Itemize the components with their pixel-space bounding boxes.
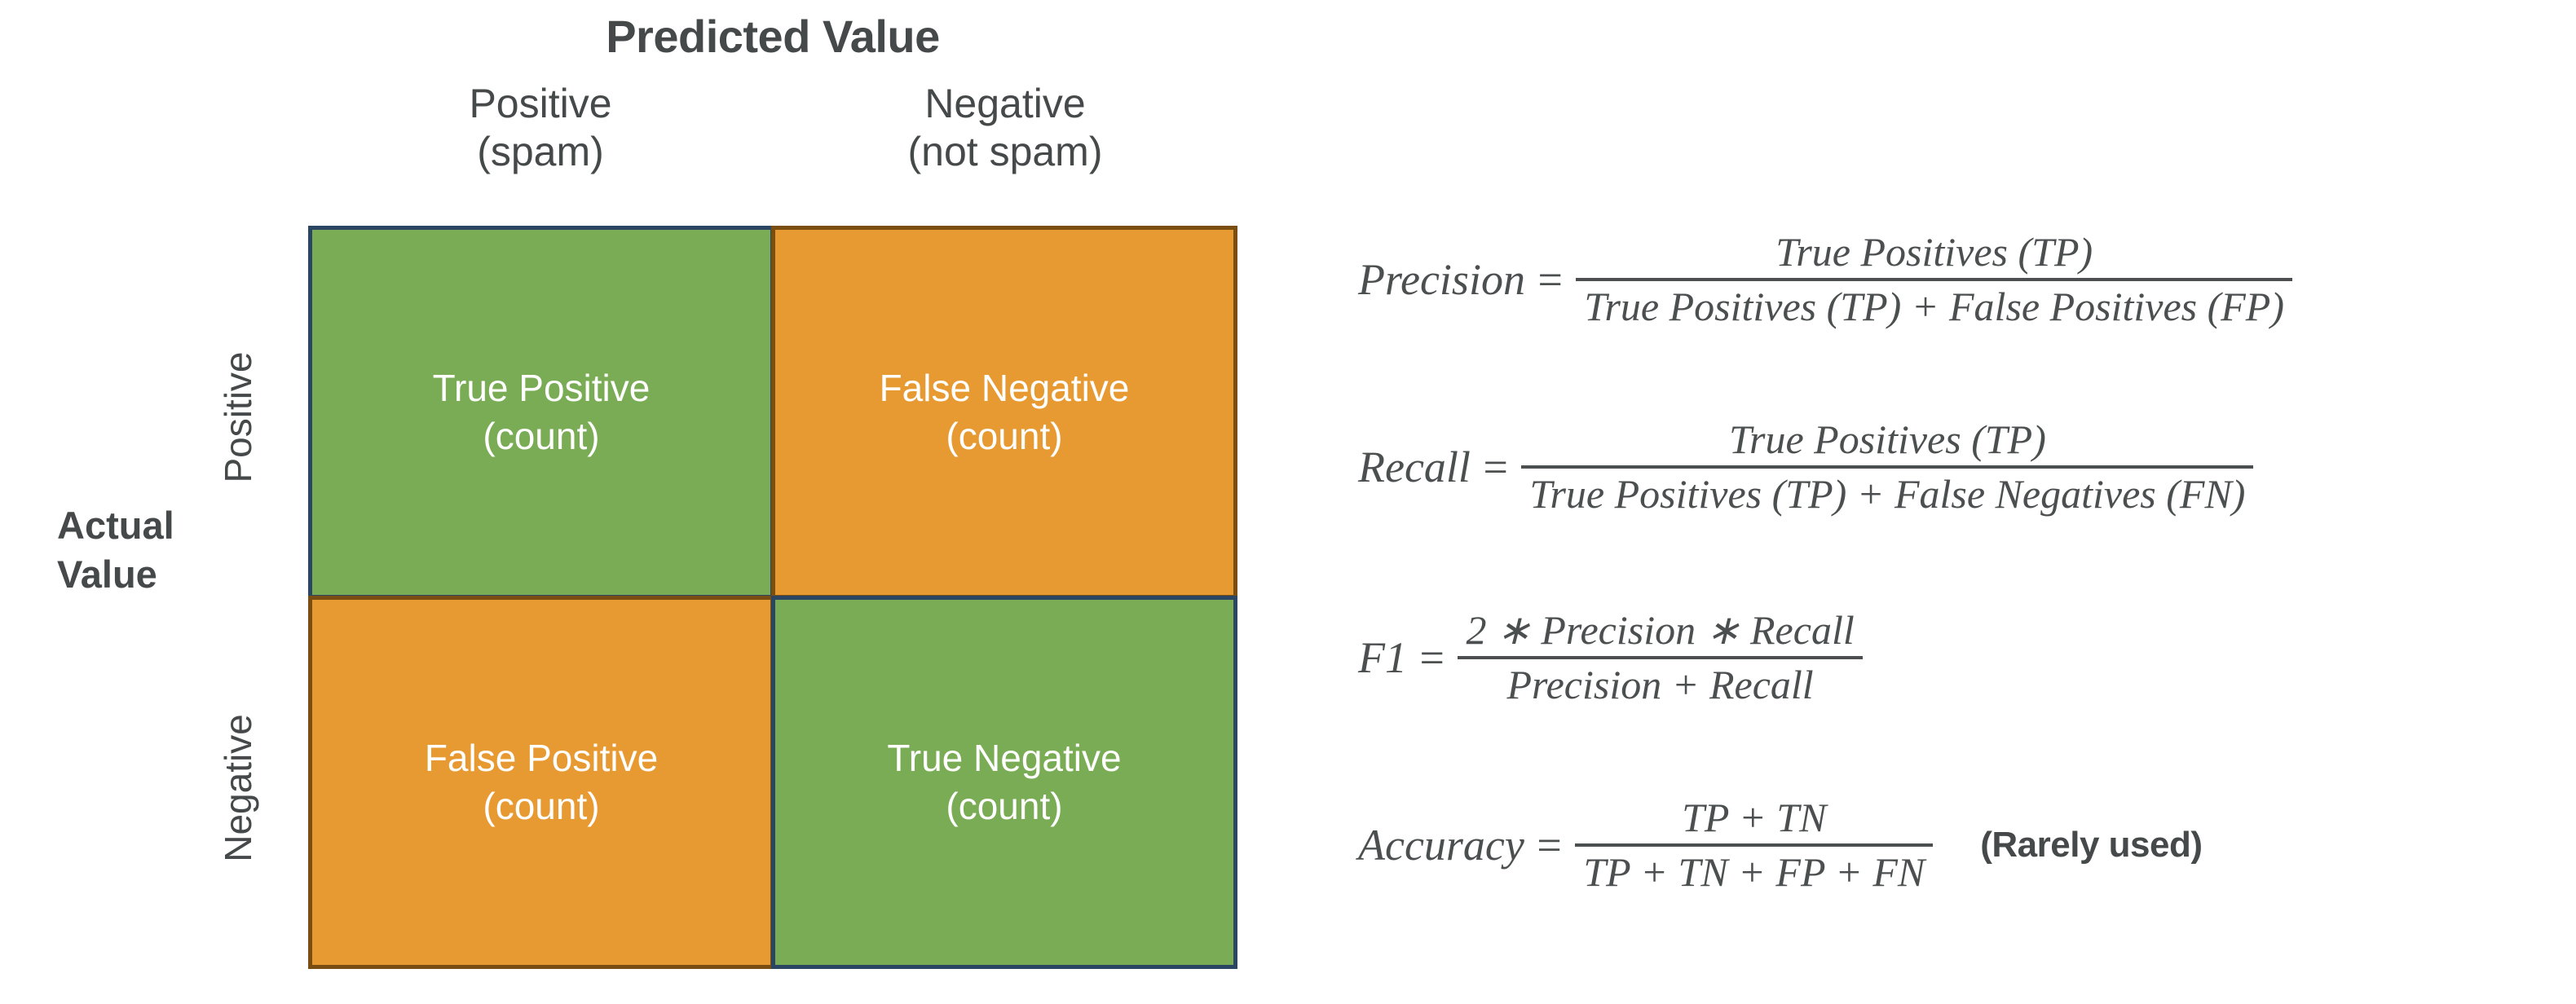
formula-accuracy-fraction: TP + TN TP + TN + FP + FN	[1575, 792, 1934, 898]
matrix-cell-false-positive-sub: (count)	[483, 785, 600, 827]
formula-accuracy-note: (Rarely used)	[1980, 825, 2203, 865]
formula-recall-fraction: True Positives (TP) True Positives (TP) …	[1521, 414, 2254, 520]
matrix-cell-true-negative-sub: (count)	[946, 785, 1063, 827]
formula-precision-fraction: True Positives (TP) True Positives (TP) …	[1576, 227, 2292, 332]
actual-value-axis-title: Actual Value	[57, 501, 245, 599]
matrix-cell-true-negative[interactable]: True Negative (count)	[771, 596, 1237, 969]
confusion-matrix-grid: True Positive (count) False Negative (co…	[308, 226, 1237, 969]
formula-accuracy-equals: =	[1533, 821, 1564, 870]
formula-recall-name: Recall	[1358, 443, 1471, 491]
matrix-cell-false-negative-label: False Negative	[879, 367, 1130, 410]
confusion-matrix-panel: Predicted Value Positive (spam) Negative…	[57, 11, 1237, 969]
matrix-cell-false-negative-sub: (count)	[946, 415, 1063, 457]
matrix-cell-true-positive-sub: (count)	[483, 415, 600, 457]
formula-f1: F1 = 2 ∗ Precision ∗ Recall Precision + …	[1358, 605, 1863, 711]
formula-accuracy-numerator: TP + TN	[1682, 795, 1827, 840]
formula-accuracy-denominator: TP + TN + FP + FN	[1583, 849, 1925, 895]
actual-value-axis-title-line1: Actual	[57, 504, 174, 547]
matrix-cell-true-positive-label: True Positive	[432, 367, 651, 410]
formula-recall-fraction-bar	[1521, 465, 2254, 469]
formula-f1-numerator: 2 ∗ Precision ∗ Recall	[1466, 607, 1855, 653]
formula-accuracy-fraction-bar	[1575, 843, 1934, 847]
column-header-negative-sub: (not spam)	[907, 129, 1103, 174]
formula-precision-numerator: True Positives (TP)	[1775, 229, 2093, 275]
formula-f1-fraction-bar	[1458, 656, 1863, 659]
matrix-cell-false-positive-label: False Positive	[424, 737, 659, 780]
predicted-value-axis-title: Predicted Value	[606, 11, 940, 62]
metric-formulas-panel: Precision = True Positives (TP) True Pos…	[1353, 0, 2576, 1004]
formula-f1-denominator: Precision + Recall	[1506, 662, 1814, 707]
formula-recall-denominator: True Positives (TP) + False Negatives (F…	[1529, 471, 2246, 517]
formula-precision: Precision = True Positives (TP) True Pos…	[1358, 227, 2292, 332]
row-header-negative: Negative	[217, 714, 259, 862]
formula-precision-equals: =	[1534, 255, 1565, 304]
formula-precision-name: Precision	[1358, 255, 1525, 304]
formula-f1-name: F1	[1358, 633, 1407, 682]
matrix-cell-true-positive[interactable]: True Positive (count)	[308, 226, 774, 599]
column-header-positive-label: Positive	[469, 81, 612, 126]
column-header-positive-sub: (spam)	[477, 129, 604, 174]
formula-precision-fraction-bar	[1576, 278, 2292, 281]
formula-accuracy-name: Accuracy	[1358, 821, 1524, 870]
column-header-positive: Positive (spam)	[308, 80, 773, 176]
matrix-cell-false-negative[interactable]: False Negative (count)	[771, 226, 1237, 599]
formula-recall-numerator: True Positives (TP)	[1728, 416, 2046, 462]
column-header-negative-label: Negative	[924, 81, 1086, 126]
matrix-cell-true-negative-label: True Negative	[887, 737, 1122, 780]
formula-f1-equals: =	[1417, 633, 1447, 682]
actual-value-axis-title-line2: Value	[57, 553, 157, 597]
formula-precision-denominator: True Positives (TP) + False Positives (F…	[1584, 284, 2284, 329]
formula-recall-equals: =	[1480, 443, 1511, 491]
row-header-positive: Positive	[217, 351, 259, 483]
column-header-negative: Negative (not spam)	[773, 80, 1237, 176]
formula-f1-fraction: 2 ∗ Precision ∗ Recall Precision + Recal…	[1458, 605, 1863, 711]
formula-accuracy: Accuracy = TP + TN TP + TN + FP + FN (Ra…	[1358, 792, 2203, 898]
matrix-cell-false-positive[interactable]: False Positive (count)	[308, 596, 774, 969]
formula-recall: Recall = True Positives (TP) True Positi…	[1358, 414, 2254, 520]
